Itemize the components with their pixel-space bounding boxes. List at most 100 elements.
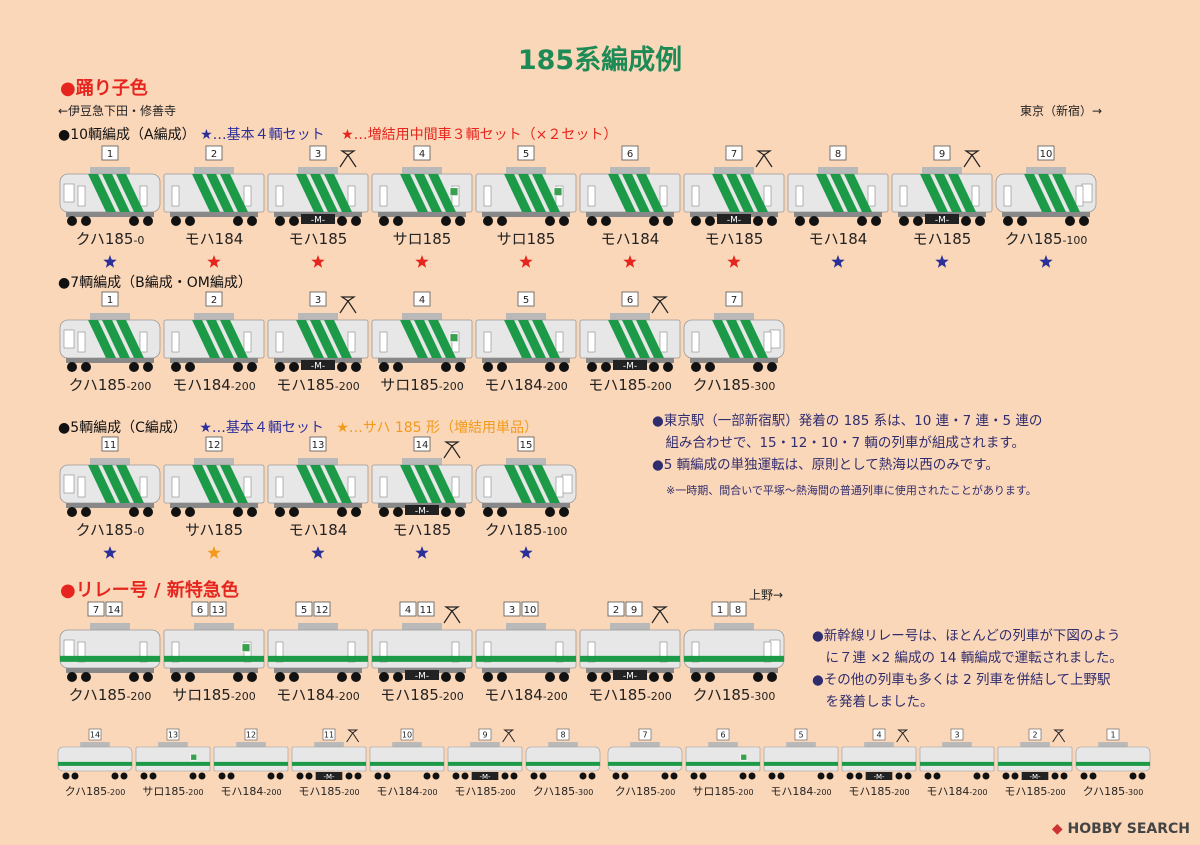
car-number: 4 <box>405 605 411 616</box>
car-type-name: モハ184 <box>220 785 263 798</box>
wheel-icon <box>497 216 507 226</box>
car-number-box <box>205 145 223 161</box>
car-type-name: モハ184 <box>484 686 543 704</box>
roof-equipment <box>470 742 500 747</box>
car-type-sub: -300 <box>575 788 593 797</box>
wheel-icon <box>1089 772 1097 780</box>
car-type-name: モハ185 <box>380 686 439 704</box>
stripe <box>206 465 234 503</box>
car-type-label: クハ185-100 <box>485 521 568 539</box>
car-number-box <box>872 728 886 741</box>
car-type-name: サロ185 <box>497 230 556 248</box>
roof-equipment <box>548 742 578 747</box>
wheel-icon <box>559 216 569 226</box>
wheel-icon <box>539 772 547 780</box>
wheel-icon <box>289 216 299 226</box>
car-number: 7 <box>731 295 737 306</box>
motor-label: -M- <box>935 216 949 226</box>
underfloor <box>482 668 570 673</box>
car-type-sub: -200 <box>657 788 675 797</box>
door <box>379 641 388 663</box>
car-type-label: モハ184 <box>289 521 348 539</box>
car-body <box>607 746 683 772</box>
car-type-sub: -100 <box>1062 234 1087 247</box>
roof-equipment <box>714 313 754 320</box>
car-type-sub: -200 <box>335 690 360 703</box>
car-type-label: モハ185-200 <box>1004 785 1065 798</box>
green-car-mark-icon <box>449 187 459 197</box>
car-type-label: サロ185-200 <box>172 686 256 704</box>
car-type-label: クハ185-200 <box>69 686 152 704</box>
car-type-sub: -200 <box>647 380 672 393</box>
car-number: 5 <box>523 149 529 160</box>
cab-window <box>63 474 75 494</box>
car-number-box <box>517 291 535 307</box>
stripe <box>726 320 754 358</box>
car-body <box>291 746 367 772</box>
pantograph-icon <box>896 729 910 743</box>
legend-blue-star: ★…基本４輌セット <box>200 127 325 143</box>
blue-star-icon <box>207 546 221 559</box>
wheel-icon <box>748 772 756 780</box>
car-number: 5 <box>301 605 307 616</box>
wheel-icon <box>895 772 903 780</box>
wheel-icon <box>129 362 139 372</box>
cab-window <box>769 329 781 349</box>
door <box>243 185 252 207</box>
relay-note-2: に７連 ×2 編成の 14 輌編成で運転されました。 <box>812 650 1123 666</box>
stripe <box>324 465 352 503</box>
car-type-name: サロ185 <box>142 785 185 798</box>
pantograph-icon <box>963 150 981 168</box>
car-number-box <box>313 601 331 617</box>
door <box>171 331 180 353</box>
wheel-icon <box>143 362 153 372</box>
car-type-label: モハ184 <box>601 230 660 248</box>
car-number: 2 <box>211 295 217 306</box>
car-body <box>525 746 601 772</box>
car-number: 6 <box>197 605 203 616</box>
stripe <box>1024 174 1052 212</box>
car-number-box <box>309 145 327 161</box>
stripe <box>214 761 288 766</box>
door <box>347 185 356 207</box>
car-number: 3 <box>954 731 959 740</box>
car-number: 6 <box>627 149 633 160</box>
pantograph-icon <box>1052 729 1066 743</box>
motor-box <box>301 360 335 370</box>
stripe <box>116 174 144 212</box>
wheel-icon <box>218 772 226 780</box>
car-number: 10 <box>1040 149 1053 160</box>
car-type-label: モハ185 <box>705 230 764 248</box>
roof-equipment <box>90 313 130 320</box>
car-type-sub: -200 <box>647 690 672 703</box>
wheel-icon <box>383 772 391 780</box>
door <box>971 185 980 207</box>
wheel-icon <box>379 362 389 372</box>
car-type-sub: -200 <box>969 788 987 797</box>
car-number-box <box>87 601 105 617</box>
stripe <box>476 655 576 662</box>
car-number-box <box>309 291 327 307</box>
page-title: 185系編成例 <box>517 45 683 76</box>
car-type-label: クハ185-200 <box>69 376 152 394</box>
wheel-icon <box>924 772 932 780</box>
door <box>587 185 596 207</box>
wheel-icon <box>826 772 834 780</box>
car-number: 7 <box>642 731 647 740</box>
stripe <box>324 174 352 212</box>
wheel-icon <box>62 772 70 780</box>
car-type-sub: -300 <box>750 380 775 393</box>
stripe <box>414 320 442 358</box>
wheel-icon <box>691 216 701 226</box>
stripe <box>220 320 248 358</box>
wheel-icon <box>233 507 243 517</box>
car-number: 1 <box>107 295 113 306</box>
stripe <box>192 465 220 503</box>
